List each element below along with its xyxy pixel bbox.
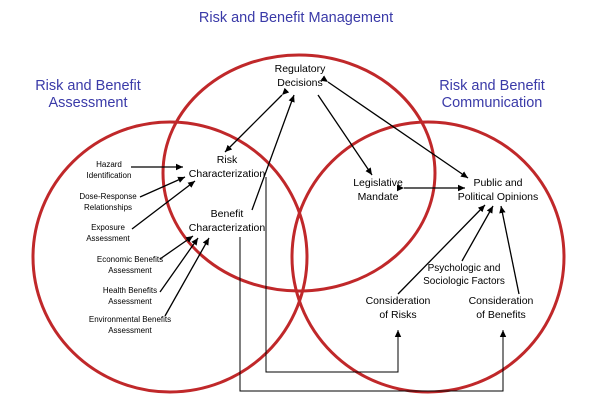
svg-text:Assessment: Assessment <box>108 326 152 335</box>
svg-text:Characterization: Characterization <box>189 222 266 234</box>
environmental-benefits-input: Environmental Benefits Assessment <box>89 315 171 335</box>
arrow-psychologic-to-public <box>461 205 494 262</box>
svg-text:Relationships: Relationships <box>84 203 132 212</box>
svg-text:Legislative: Legislative <box>353 177 403 189</box>
flow-benefit-to-considerations <box>239 237 507 392</box>
svg-text:Assessment: Assessment <box>108 266 152 275</box>
svg-text:Exposure: Exposure <box>91 223 125 232</box>
regulatory-decisions-node: Regulatory Decisions <box>275 63 327 89</box>
communication-heading-line2: Communication <box>442 95 543 111</box>
arrow-benefit-to-regulatory <box>251 94 295 211</box>
exposure-assessment-input: Exposure Assessment <box>86 223 130 243</box>
svg-text:Health Benefits: Health Benefits <box>103 286 157 295</box>
hazard-identification-input: Hazard Identification <box>87 160 132 180</box>
svg-text:Consideration: Consideration <box>366 295 431 307</box>
svg-text:Economic Benefits: Economic Benefits <box>97 255 163 264</box>
consideration-risks-node: Consideration of Risks <box>366 295 431 321</box>
svg-text:Mandate: Mandate <box>358 191 399 203</box>
consideration-benefits-node: Consideration of Benefits <box>469 295 534 321</box>
arrow-risks-to-public <box>397 204 486 295</box>
dose-response-input: Dose-Response Relationships <box>79 192 137 212</box>
management-heading: Risk and Benefit Management <box>199 10 393 26</box>
svg-text:Assessment: Assessment <box>86 234 130 243</box>
arrow-exposure-to-risk <box>131 180 196 230</box>
flow-risk-to-considerations <box>265 177 402 373</box>
public-opinions-node: Public and Political Opinions <box>458 177 539 203</box>
arrow-health-to-benefit <box>159 237 199 293</box>
arrow-environmental-to-benefit <box>164 237 210 317</box>
benefit-characterization-node: Benefit Characterization <box>189 208 266 234</box>
svg-text:Identification: Identification <box>87 171 132 180</box>
economic-benefits-input: Economic Benefits Assessment <box>97 255 163 275</box>
svg-text:Environmental Benefits: Environmental Benefits <box>89 315 171 324</box>
svg-text:Sociologic Factors: Sociologic Factors <box>423 276 505 287</box>
legislative-mandate-node: Legislative Mandate <box>353 177 403 203</box>
assessment-heading-line2: Assessment <box>49 95 128 111</box>
svg-text:Hazard: Hazard <box>96 160 122 169</box>
svg-text:Dose-Response: Dose-Response <box>79 192 137 201</box>
svg-text:Political Opinions: Political Opinions <box>458 191 539 203</box>
arrow-dose-to-risk <box>139 176 186 198</box>
svg-text:of Risks: of Risks <box>379 309 416 321</box>
svg-text:Regulatory: Regulatory <box>275 63 327 75</box>
svg-text:Characterization: Characterization <box>189 168 266 180</box>
arrow-benefits-to-public <box>499 205 520 295</box>
svg-text:Decisions: Decisions <box>277 77 323 89</box>
svg-text:Public and: Public and <box>473 177 522 189</box>
risk-characterization-node: Risk Characterization <box>189 154 266 180</box>
psychologic-factors-node: Psychologic and Sociologic Factors <box>423 263 505 287</box>
communication-circle <box>290 120 566 394</box>
arrow-regulatory-risk <box>224 87 290 153</box>
svg-text:Benefit: Benefit <box>211 208 244 220</box>
communication-heading-line1: Risk and Benefit <box>439 78 545 94</box>
arrow-economic-to-benefit <box>159 235 194 260</box>
assessment-heading-line1: Risk and Benefit <box>35 78 141 94</box>
assessment-circle <box>31 120 309 394</box>
svg-text:Psychologic and: Psychologic and <box>428 263 501 274</box>
svg-text:Consideration: Consideration <box>469 295 534 307</box>
arrow-regulatory-public <box>320 75 469 179</box>
svg-text:Assessment: Assessment <box>108 297 152 306</box>
svg-text:of Benefits: of Benefits <box>476 309 526 321</box>
health-benefits-input: Health Benefits Assessment <box>103 286 157 306</box>
svg-text:Risk: Risk <box>217 154 238 166</box>
